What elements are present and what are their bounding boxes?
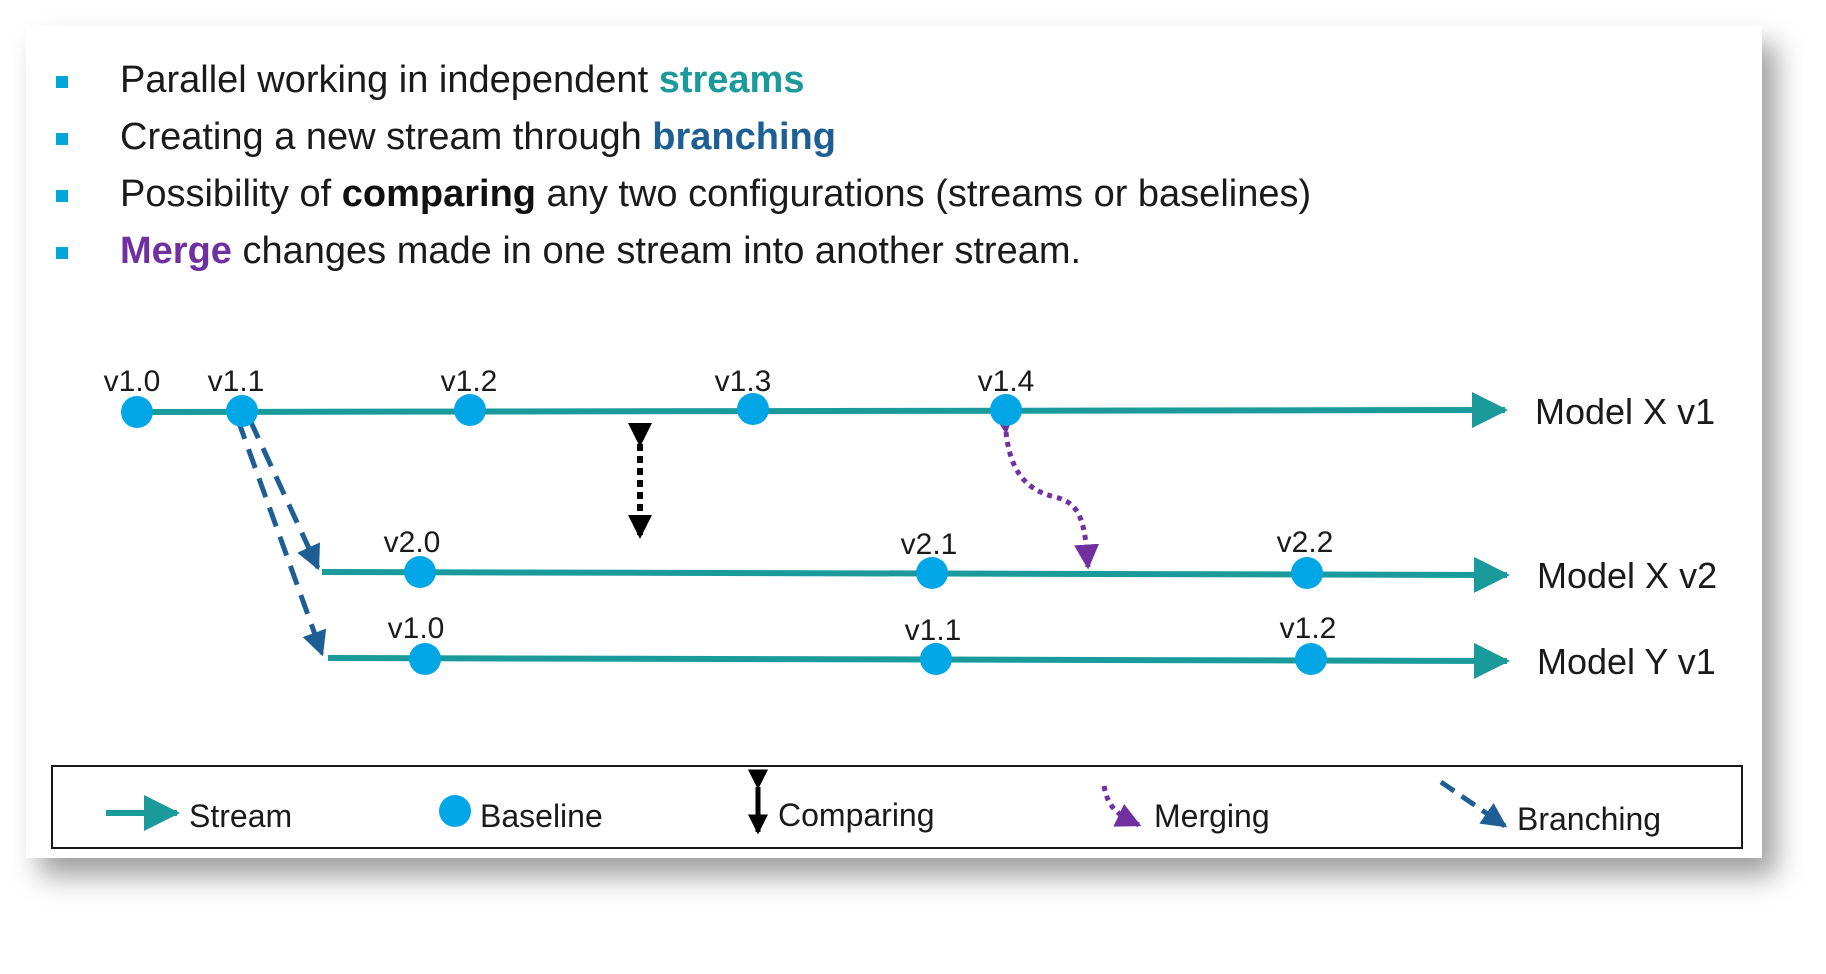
legend-merging-label: Merging	[1154, 798, 1270, 834]
stream-line-model-y-v1	[327, 642, 1510, 679]
bullet-square-icon	[56, 133, 68, 145]
bullet-square-icon	[56, 247, 68, 259]
stream-line-model-x-v2	[321, 556, 1510, 593]
bullet-item-branching: Creating a new stream through branching	[46, 109, 1546, 166]
baseline-dot	[404, 556, 436, 588]
keyword-streams: streams	[658, 59, 805, 101]
baseline-label: v1.3	[715, 365, 772, 398]
bullet-text-after: changes made in one stream into another …	[231, 230, 1082, 272]
bullet-text-after: any two configurations (streams or basel…	[536, 173, 1312, 215]
baseline-dot	[1291, 557, 1323, 589]
baseline-dot	[409, 643, 441, 675]
stream-line-model-x-v1	[136, 392, 1508, 429]
baseline-label: v1.4	[978, 365, 1035, 398]
bullet-text: Creating a new stream through	[120, 116, 653, 158]
baseline-dot	[1295, 643, 1327, 675]
stream-name-model-x-v2: Model X v2	[1537, 555, 1717, 596]
bullet-text: Parallel working in independent	[120, 59, 659, 101]
legend-baseline-label: Baseline	[480, 798, 603, 834]
bullet-text: Possibility of	[120, 173, 342, 215]
legend-box	[51, 765, 1743, 849]
legend-baseline-icon	[439, 795, 471, 827]
baseline-label: v1.1	[905, 614, 962, 647]
baseline-dot	[454, 394, 486, 426]
baseline-label: v2.2	[1277, 526, 1334, 559]
baseline-dot	[916, 557, 948, 589]
legend-branching-label: Branching	[1517, 801, 1661, 837]
keyword-merge: Merge	[120, 230, 232, 272]
stream-name-model-x-v1: Model X v1	[1535, 391, 1715, 432]
keyword-branching: branching	[652, 116, 836, 158]
baseline-dot	[920, 643, 952, 675]
keyword-comparing: comparing	[341, 173, 536, 215]
branch-arrow-to-model-x-v2	[247, 418, 321, 571]
bullet-square-icon	[56, 190, 68, 202]
bullet-item-merge: Merge changes made in one stream into an…	[46, 223, 1546, 280]
merge-arrow	[991, 408, 1100, 570]
branch-arrow-to-model-y-v1	[235, 419, 327, 657]
baseline-dot	[121, 396, 153, 428]
baseline-label: v2.0	[384, 526, 441, 559]
bullet-square-icon	[56, 76, 68, 88]
legend-stream-label: Stream	[189, 798, 292, 834]
baseline-label: v1.0	[388, 612, 445, 645]
baseline-dot	[226, 395, 258, 427]
baseline-dot	[737, 393, 769, 425]
bullet-item-comparing: Possibility of comparing any two configu…	[46, 166, 1546, 223]
baseline-label: v1.2	[1280, 612, 1337, 645]
slide-card	[26, 26, 1762, 858]
baseline-dot	[990, 394, 1022, 426]
baseline-label: v1.2	[441, 365, 498, 398]
bullet-item-streams: Parallel working in independent streams	[46, 52, 1546, 109]
baseline-label: v1.1	[208, 365, 265, 398]
legend-comparing-label: Comparing	[778, 797, 935, 833]
baseline-label: v1.0	[104, 365, 161, 398]
stream-name-model-y-v1: Model Y v1	[1537, 641, 1716, 682]
bullet-list: Parallel working in independent streams …	[46, 52, 1546, 280]
legend-branching-icon	[1439, 779, 1508, 829]
baseline-label: v2.1	[901, 528, 958, 561]
